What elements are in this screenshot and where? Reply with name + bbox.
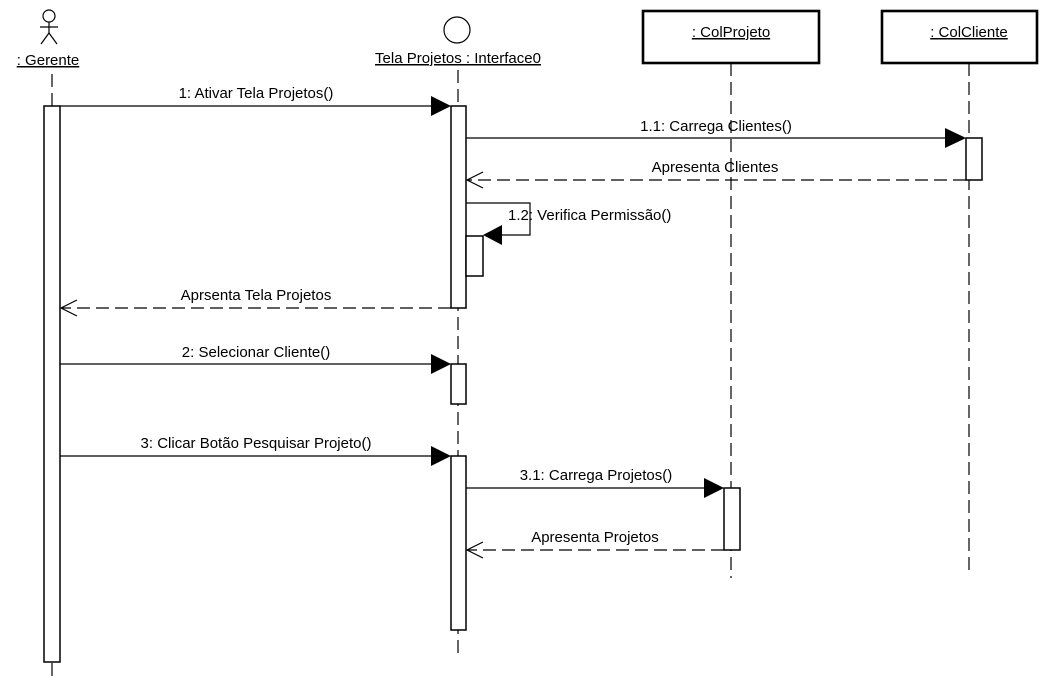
message-2-selecionar-cliente[interactable]: 2: Selecionar Cliente() xyxy=(60,344,451,374)
activation-tela-self xyxy=(465,235,484,277)
message-1-1-return-apresenta-clientes[interactable]: Apresenta Clientes xyxy=(465,159,966,189)
message-1-2-verifica-permissao[interactable]: 1.2: Verifica Permissão() xyxy=(466,202,671,245)
message-1-label: 1: Ativar Tela Projetos() xyxy=(179,85,334,102)
message-1-1-label: 1.1: Carrega Clientes() xyxy=(640,118,792,135)
message-2-label: 2: Selecionar Cliente() xyxy=(182,344,330,361)
message-3-1-label: 3.1: Carrega Projetos() xyxy=(520,467,673,484)
filled-arrowhead-icon xyxy=(431,354,451,374)
message-3-label: 3: Clicar Botão Pesquisar Projeto() xyxy=(141,435,372,452)
message-1-ativar-tela-projetos[interactable]: 1: Ativar Tela Projetos() xyxy=(60,85,451,116)
message-1-1-return-label: Apresenta Clientes xyxy=(652,159,779,176)
actor-gerente[interactable]: : Gerente xyxy=(17,9,80,69)
open-arrowhead-icon xyxy=(465,171,484,189)
message-3-1-return-label: Apresenta Projetos xyxy=(531,529,659,546)
message-1-return-label: Aprsenta Tela Projetos xyxy=(181,287,332,304)
message-1-1-carrega-clientes[interactable]: 1.1: Carrega Clientes() xyxy=(466,118,966,148)
filled-arrowhead-icon xyxy=(431,446,451,466)
participant-colprojeto-box xyxy=(641,9,821,65)
participant-colprojeto-label: : ColProjeto xyxy=(692,24,770,41)
actor-gerente-label: : Gerente xyxy=(17,52,80,69)
activation-colprojeto xyxy=(723,487,741,551)
filled-arrowhead-icon xyxy=(431,96,451,116)
open-arrowhead-icon xyxy=(59,299,78,317)
participant-tela-projetos[interactable]: Tela Projetos : Interface0 xyxy=(375,16,541,67)
message-3-1-return-apresenta-projetos[interactable]: Apresenta Projetos xyxy=(465,529,724,559)
message-3-1-carrega-projetos[interactable]: 3.1: Carrega Projetos() xyxy=(466,467,724,498)
activation-tela-3 xyxy=(450,455,467,631)
actor-icon xyxy=(40,9,58,45)
message-1-return-aprsenta-tela-projetos[interactable]: Aprsenta Tela Projetos xyxy=(59,287,451,317)
filled-arrowhead-icon xyxy=(704,478,724,498)
filled-arrowhead-icon xyxy=(945,128,966,148)
participant-colcliente-label: : ColCliente xyxy=(930,24,1008,41)
participant-colcliente[interactable]: : ColCliente xyxy=(880,9,1039,65)
activation-tela-1 xyxy=(450,105,467,309)
activation-colcliente xyxy=(965,137,983,181)
participant-colprojeto[interactable]: : ColProjeto xyxy=(641,9,821,65)
participant-tela-projetos-label: Tela Projetos : Interface0 xyxy=(375,50,541,67)
message-1-2-label: 1.2: Verifica Permissão() xyxy=(508,207,671,224)
interface-circle-icon xyxy=(443,16,471,44)
activation-gerente xyxy=(43,105,61,663)
filled-arrowhead-icon xyxy=(483,225,502,245)
message-3-clicar-botao-pesquisar-projeto[interactable]: 3: Clicar Botão Pesquisar Projeto() xyxy=(60,435,451,466)
participant-colcliente-box xyxy=(880,9,1039,65)
activation-tela-2 xyxy=(450,363,467,405)
open-arrowhead-icon xyxy=(465,541,484,559)
